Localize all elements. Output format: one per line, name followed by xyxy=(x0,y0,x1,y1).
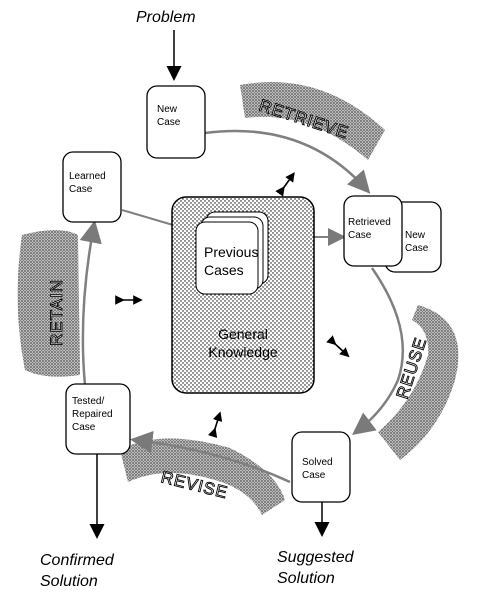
general-knowledge-label-line1: General xyxy=(218,326,268,342)
solved-case-box xyxy=(291,431,351,503)
phase-label-retain: RETAIN xyxy=(47,279,66,346)
cycle-arrow-retrieve xyxy=(204,129,371,194)
new-case-top-line2: Case xyxy=(157,117,181,128)
tested-repaired-case-box xyxy=(65,383,131,455)
tested-repaired-case-line2: Repaired xyxy=(72,409,113,420)
new-case-right-line1: New xyxy=(405,230,426,241)
cycle-arrow-revise xyxy=(130,430,291,484)
cycle-arrow-retain xyxy=(79,220,102,386)
previous-cases-label-line2: Cases xyxy=(204,262,244,278)
suggested-solution-line2: Solution xyxy=(277,570,335,587)
learned-case-line2: Case xyxy=(69,184,93,195)
confirmed-solution-line2: Solution xyxy=(40,573,98,590)
tested-repaired-case-line1: Tested/ xyxy=(72,396,104,407)
new-case-top-box xyxy=(146,85,206,159)
cycle-arrow-reuse xyxy=(352,267,404,436)
problem-label: Problem xyxy=(136,9,196,26)
retain-band xyxy=(17,230,80,377)
new-case-right-line2: Case xyxy=(405,243,429,254)
reuse-band xyxy=(378,305,459,460)
new-case-top-line1: New xyxy=(157,104,178,115)
suggested-solution-line1: Suggested xyxy=(277,549,355,566)
general-knowledge-label-line2: Knowledge xyxy=(208,344,277,360)
retrieved-case-line1: Retrieved xyxy=(348,217,391,228)
learned-case-box xyxy=(62,151,122,223)
previous-cases-card-front xyxy=(195,221,259,295)
solved-case-line2: Case xyxy=(302,470,326,481)
revise-band xyxy=(120,438,285,515)
solved-case-line1: Solved xyxy=(302,457,333,468)
double-arrow-bottom-icon xyxy=(207,411,223,439)
learned-case-line1: Learned xyxy=(69,171,106,182)
retrieved-case-line2: Case xyxy=(348,230,372,241)
retrieve-band xyxy=(240,82,385,160)
tested-repaired-case-line3: Case xyxy=(72,422,96,433)
previous-cases-label-line1: Previous xyxy=(204,244,258,260)
confirmed-solution-line1: Confirmed xyxy=(40,552,115,569)
retrieved-case-box xyxy=(343,195,403,267)
double-arrow-top-icon xyxy=(275,172,295,197)
double-arrow-right-icon xyxy=(326,335,350,358)
